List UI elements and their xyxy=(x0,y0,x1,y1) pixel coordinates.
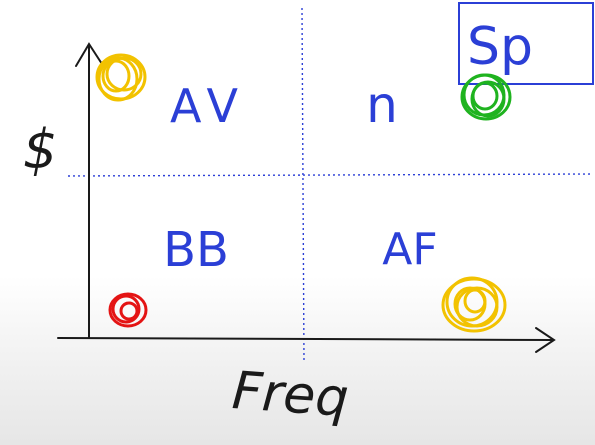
quadrant-label-av: AV xyxy=(170,79,246,133)
red-circle-bottom-left xyxy=(108,292,148,328)
y-axis-label: $ xyxy=(23,118,57,181)
highlight-box xyxy=(458,2,594,85)
x-axis-label: Freq xyxy=(230,361,350,429)
x-axis xyxy=(57,327,556,353)
vertical-divider xyxy=(301,7,305,363)
quadrant-label-n: n xyxy=(366,76,398,134)
quadrant-label-af: AF xyxy=(382,224,437,275)
highlight-box-label: Sp xyxy=(467,17,533,77)
horizontal-divider xyxy=(67,173,593,177)
quadrant-label-bb: BB xyxy=(163,222,229,278)
yellow-circle-top-left xyxy=(95,53,147,102)
green-circle-top-right xyxy=(460,73,512,121)
yellow-circle-bottom-right xyxy=(441,276,507,333)
y-axis xyxy=(75,42,103,339)
